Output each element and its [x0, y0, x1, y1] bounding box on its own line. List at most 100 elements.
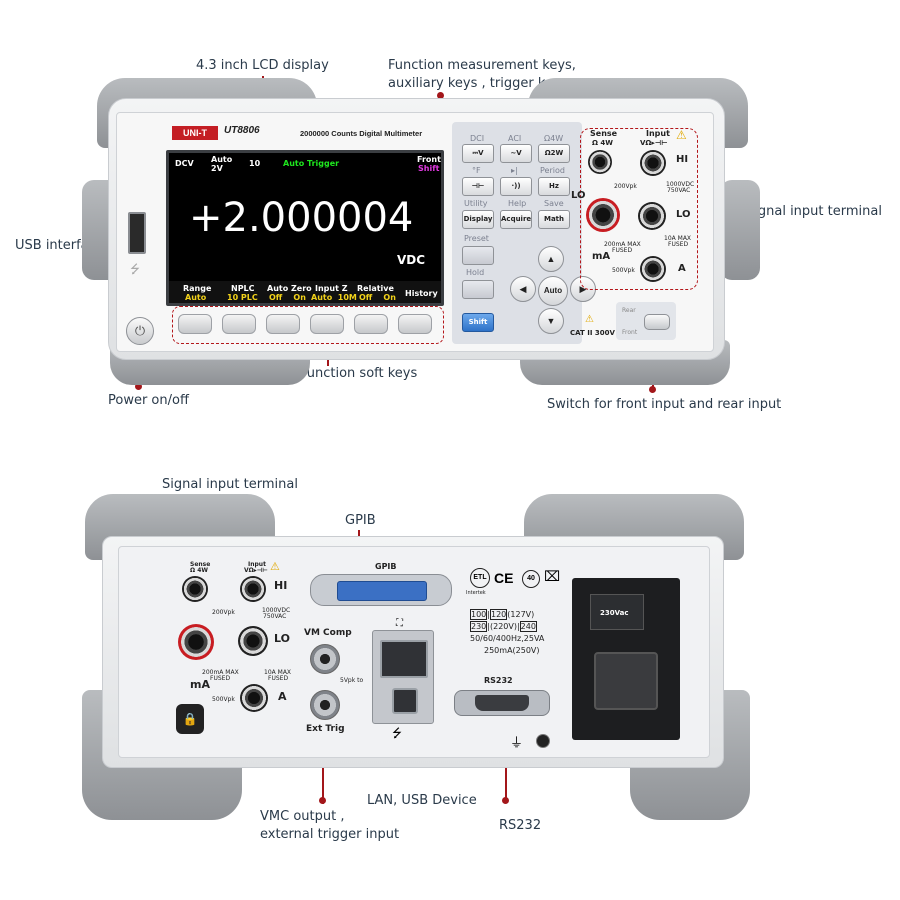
nav-auto-button[interactable]: Auto — [538, 276, 568, 306]
lcd-shift: Shift — [418, 164, 440, 173]
label-hold: Hold — [466, 268, 485, 277]
front-input-hi-jack[interactable] — [640, 150, 666, 176]
nav-up-button[interactable]: ▲ — [538, 246, 564, 272]
soft-key-3[interactable] — [266, 314, 300, 334]
lcd-front: Front — [417, 155, 441, 164]
model-label: UT8806 — [224, 125, 260, 136]
lcd-sk1-bottom: Auto — [185, 293, 207, 302]
product-subtitle: 2000000 Counts Digital Multimeter — [300, 129, 423, 138]
front-lo-label: LO — [676, 209, 691, 220]
rear-input-label: Input — [248, 561, 266, 568]
network-icon: ⛶ — [396, 618, 403, 629]
hold-button[interactable] — [462, 280, 494, 299]
vm-comp-label: VM Comp — [304, 628, 352, 638]
math-button[interactable]: Math — [538, 210, 570, 229]
arrow-right-icon: ▶ — [579, 284, 587, 294]
fuse-holder[interactable] — [590, 594, 644, 630]
vm-comp-bnc[interactable] — [310, 644, 340, 674]
cat-warning-icon: ⚠ — [585, 314, 594, 325]
rear-a-label: A — [278, 690, 287, 703]
recycle-40-icon: 40 — [522, 570, 540, 588]
gpib-connector[interactable] — [310, 574, 452, 606]
preset-button[interactable] — [462, 246, 494, 265]
front-input-label: Input — [646, 129, 670, 138]
usb-device-port[interactable] — [392, 688, 418, 714]
lcd-range: 2V — [211, 164, 223, 173]
front-ma-jack[interactable] — [586, 198, 620, 232]
front-sense-hi-jack[interactable] — [588, 150, 612, 174]
label-dci: DCI — [470, 134, 485, 143]
label-period: Period — [540, 166, 565, 175]
soft-key-4[interactable] — [310, 314, 344, 334]
soft-key-2[interactable] — [222, 314, 256, 334]
lcd-sk3-top: Auto Zero — [267, 284, 312, 293]
shift-button[interactable]: Shift — [462, 313, 494, 332]
front-200vpk: 200Vpk — [614, 183, 637, 190]
soft-key-5[interactable] — [354, 314, 388, 334]
label-preset: Preset — [464, 234, 489, 243]
rear-750vac: 750VAC — [263, 613, 287, 620]
front-a-jack[interactable] — [640, 256, 666, 282]
cat-rating: CAT II 300V — [570, 329, 615, 337]
power-inlet-socket[interactable] — [594, 652, 658, 710]
arrow-down-icon: ▼ — [546, 316, 556, 326]
acquire-button[interactable]: Acquire — [500, 210, 532, 229]
intertek-label: Intertek — [466, 590, 486, 596]
nav-left-button[interactable]: ◀ — [510, 276, 536, 302]
lcd-num: 10 — [249, 159, 261, 168]
rear-input-hi-jack[interactable] — [240, 576, 266, 602]
display-button[interactable]: Display — [462, 210, 494, 229]
rear-sense-hi-jack[interactable] — [182, 576, 208, 602]
acv-button[interactable]: ~V — [500, 144, 532, 163]
label-omega4w: Ω4W — [544, 134, 564, 143]
front-ma-fuse1: 200mA MAX — [604, 241, 641, 248]
rear-a-jack[interactable] — [240, 684, 268, 712]
certification-mark-etl: ETL — [470, 568, 490, 588]
label-help: Help — [508, 199, 527, 208]
lcd-display: DCV Auto 2V 10 Auto Trigger Front Shift … — [166, 150, 444, 306]
weee-bin-icon: ⌧ — [544, 568, 561, 584]
nav-down-button[interactable]: ▼ — [538, 308, 564, 334]
lcd-softkey-bar: Range Auto NPLC 10 PLC Auto Zero Off On … — [169, 281, 441, 303]
callout-signal-input-rear: Signal input terminal — [162, 477, 298, 492]
label-save: Save — [544, 199, 564, 208]
continuity-button[interactable]: ·)) — [500, 177, 532, 196]
lcd-sk4-top: Input Z — [315, 284, 348, 293]
front-rear-switch[interactable] — [644, 314, 670, 330]
lcd-sk1-top: Range — [183, 284, 212, 293]
switch-rear-label: Rear — [622, 307, 636, 314]
callout-function-keys: Function measurement keys, auxiliary key… — [388, 58, 576, 91]
rear-ma-fuse2: FUSED — [210, 675, 231, 682]
rear-warning-icon: ⚠ — [270, 561, 280, 573]
capacitance-button[interactable]: ⊣⊢ — [462, 177, 494, 196]
front-750vac: 750VAC — [667, 187, 691, 194]
lcd-sk2-top: NPLC — [231, 284, 255, 293]
callout-usb-interface: USB interface — [15, 238, 104, 253]
rear-lo-label: LO — [274, 632, 290, 645]
rear-sense-label: Sense — [190, 561, 211, 568]
front-sense-label: Sense — [590, 129, 618, 138]
dcv-button[interactable]: ⎓V — [462, 144, 494, 163]
fuse-voltage-label: 230Vac — [600, 609, 629, 617]
omega2w-button[interactable]: Ω2W — [538, 144, 570, 163]
soft-key-1[interactable] — [178, 314, 212, 334]
label-diode: ▸| — [511, 166, 518, 175]
ground-terminal[interactable] — [536, 734, 550, 748]
usb-port[interactable] — [128, 212, 146, 254]
ground-icon: ⏚ — [510, 735, 524, 750]
lcd-mode: DCV — [175, 159, 194, 168]
rear-1000vdc: 1000VDC — [262, 607, 291, 614]
ext-trig-bnc[interactable] — [310, 690, 340, 720]
soft-key-6[interactable] — [398, 314, 432, 334]
rear-ma-jack[interactable] — [178, 624, 214, 660]
rear-input-lo-jack[interactable] — [238, 626, 268, 656]
lan-port[interactable] — [380, 640, 428, 678]
hz-button[interactable]: Hz — [538, 177, 570, 196]
power-button[interactable]: ⏻ — [126, 317, 154, 345]
front-a-label: A — [678, 263, 686, 274]
lcd-sk5-top: Relative — [357, 284, 394, 293]
label-utility: Utility — [464, 199, 488, 208]
usb-icon: ⭍ — [130, 262, 140, 276]
rs232-connector[interactable] — [454, 690, 550, 716]
front-input-lo-jack[interactable] — [638, 202, 666, 230]
